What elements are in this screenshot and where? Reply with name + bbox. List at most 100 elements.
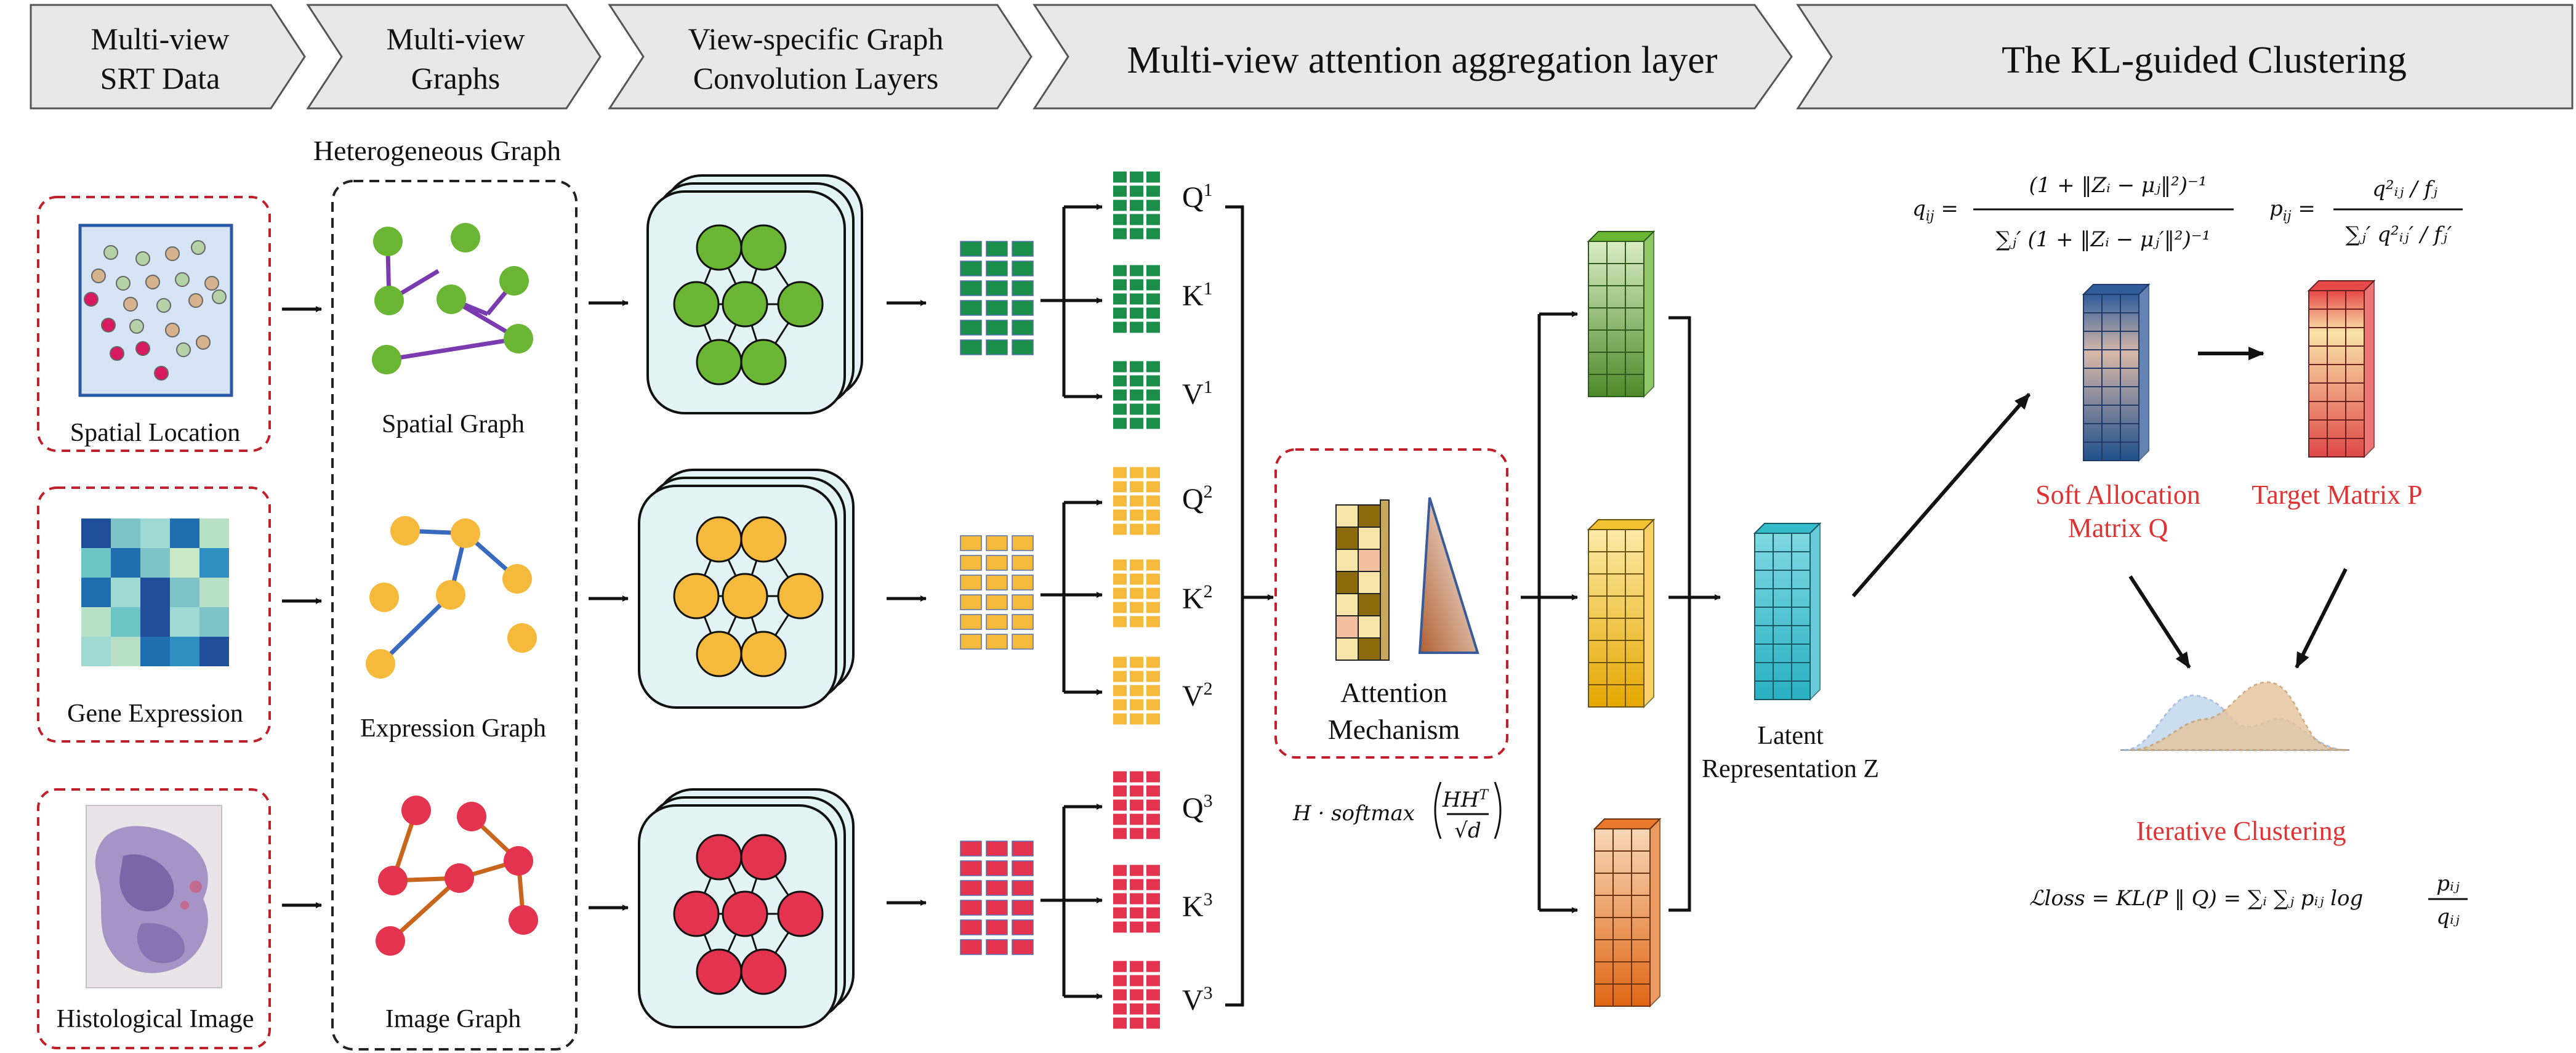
qkv-cell [1113,907,1127,919]
qkv-cell [1113,602,1127,613]
embedding-cell [1012,241,1034,257]
attention-cell [1358,526,1381,550]
embedding-cell [960,900,982,916]
embedding-cell [1012,320,1034,336]
embedding-cell [986,614,1008,630]
qkv-cell [1113,685,1127,696]
p-column-top [2307,280,2376,291]
qkv-cell [1113,921,1127,933]
k1-label: K1 [1182,278,1213,312]
qkv-cell [1130,1003,1143,1015]
qkv-cell [1146,200,1160,211]
density-plot [2120,681,2349,751]
embedding-cell [960,860,982,876]
header-step-3: View-specific Graph Convolution Layers [608,4,1032,110]
embedding-cell [1012,339,1034,355]
attention-cell [1335,571,1359,594]
arrow-latent-to-q [1851,393,2031,597]
loss-formula-main: ℒloss = KL(P ‖ Q) = ∑ᵢ ∑ⱼ pᵢⱼ log [2029,886,2363,911]
embedding-cell [1012,880,1034,896]
yellow-column-side [1643,518,1654,709]
attention-cell [1358,504,1381,528]
qkv-cell [1130,573,1143,585]
header-step-2-line2: Graphs [411,61,500,95]
attention-formula-num: HHT [1442,788,1489,812]
qkv-cell [1113,361,1127,373]
qkv-cell [1146,1017,1160,1029]
qkv-cell [1146,921,1160,933]
gene-heatmap [81,518,229,666]
qkv-cell [1130,185,1143,197]
attention-cell [1335,637,1359,661]
header-step-4-line1: Multi-view attention aggregation layer [1127,39,1718,81]
gcn-yellow [638,469,855,709]
qkv-cell [1146,879,1160,890]
k3-label: K3 [1182,889,1213,923]
attention-cell [1358,615,1381,639]
qkv-cell [1130,467,1143,478]
qkv-cell [1130,265,1143,276]
header-step-1-line1: Multi-view [91,22,230,56]
qkv-cell [1130,828,1143,839]
qkv-cell [1146,573,1160,585]
arrow-q-to-clustering [2128,575,2191,669]
qkv-cell [1146,865,1160,876]
latent-label-line2: Representation Z [1702,755,1879,783]
qkv-cell [1130,961,1143,972]
qkv-cell [1130,1017,1143,1029]
attention-cell [1335,526,1359,550]
embedding-cell [960,555,982,571]
qkv-cell [1113,785,1127,797]
qkv-cell [1130,713,1143,725]
embedding-cell [1012,535,1034,551]
gcn-green [646,174,863,414]
qkv-cell [1146,559,1160,571]
qkv-cell [1113,699,1127,711]
header-step-1: Multi-view SRT Data [30,4,306,110]
embedding-cell [960,241,982,257]
qkv-cell [1113,865,1127,876]
embedding-cell [960,280,982,296]
qkv-cell [1130,361,1143,373]
orange-column-side [1649,817,1660,1008]
qkv-bracket [1225,205,1244,1007]
qkv-cell [1146,279,1160,291]
qkv-cell [1130,656,1143,668]
gene-expression-label: Gene Expression [67,700,243,728]
gcn-red [638,788,855,1028]
qkv-cell [1130,200,1143,211]
qkv-cell [1130,975,1143,986]
qkv-cell [1146,671,1160,682]
green-column-side [1643,230,1654,398]
qkv-cell [1113,1003,1127,1015]
k2-label: K2 [1182,581,1213,615]
qkv-cell [1146,1003,1160,1015]
qkv-cell [1130,307,1143,319]
header-step-4: Multi-view attention aggregation layer [1032,4,1793,110]
histological-image-label: Histological Image [57,1005,254,1033]
spatial-graph: Spatial Graph [372,223,533,438]
qkv-cell [1146,699,1160,711]
qkv-cell [1130,389,1143,401]
embedding-cell [960,575,982,591]
embedding-cell [960,634,982,650]
qkv-cell [1146,893,1160,905]
qkv-cell [1146,785,1160,797]
embedding-cell [960,300,982,316]
qkv-cell [1146,495,1160,507]
qkv-cell [1146,361,1160,373]
qkv-cell [1130,813,1143,825]
expression-graph: Expression Graph [360,516,546,743]
q-formula-num: (1 + ‖Zᵢ − μⱼ‖²)⁻¹ [2029,173,2207,198]
qkv-cell [1130,879,1143,890]
image-graph-label: Image Graph [385,1005,521,1033]
embedding-cell [986,260,1008,276]
green-column-top [1587,231,1656,242]
embedding-cell [986,339,1008,355]
embedding-cell [960,919,982,935]
q-column-front [2083,294,2139,461]
qkv-cell [1130,602,1143,613]
qkv-cell [1130,587,1143,599]
attention-cell [1335,615,1359,639]
